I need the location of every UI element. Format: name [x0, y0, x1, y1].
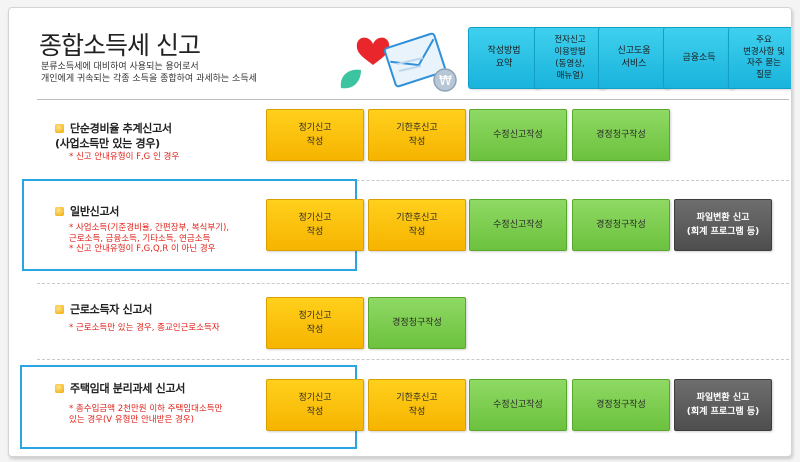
section-divider [37, 359, 789, 360]
note-line: * 사업소득(기준경비율, 간편장부, 복식부기), [69, 223, 230, 233]
note-line: * 신고 안내유형이 F,G,Q,R 이 아닌 경우 [69, 244, 216, 254]
page-title: 종합소득세 신고 [39, 31, 201, 60]
e-filing-guide-button[interactable]: 전자신고 이용방법 (동영상, 매뉴얼) [534, 27, 606, 89]
file-conversion-filing-button[interactable]: 파일변환 신고 (회계 프로그램 등) [674, 199, 772, 251]
section-title-earned-income: 근로소득자 신고서 [55, 302, 152, 317]
bullet-icon [55, 305, 64, 314]
page-description: 분류소득세에 대비하여 사용되는 용어로서 개인에게 귀속되는 각종 소득을 종… [41, 61, 257, 85]
late-filing-button[interactable]: 기한후신고 작성 [368, 199, 466, 251]
section-divider [37, 283, 789, 284]
refund-claim-button[interactable]: 경정청구작성 [572, 199, 670, 251]
bullet-icon [55, 124, 64, 133]
section-divider [37, 180, 789, 181]
leaf-icon [340, 69, 361, 89]
financial-income-button[interactable]: 금융소득 [663, 27, 735, 89]
heart-icon [356, 37, 390, 65]
section-title-simple-expense: 단순경비율 추계신고서 (사업소득만 있는 경우) [55, 122, 172, 150]
file-conversion-filing-button[interactable]: 파일변환 신고 (회계 프로그램 등) [674, 379, 772, 431]
header-divider [37, 99, 789, 100]
description-line: 개인에게 귀속되는 각종 소득을 종합하여 과세하는 소득세 [41, 74, 257, 84]
how-to-write-summary-button[interactable]: 작성방법 요약 [468, 27, 540, 89]
late-filing-button[interactable]: 기한후신고 작성 [368, 109, 466, 161]
section-note: * 근로소득만 있는 경우, 종교인근로소득자 [69, 323, 220, 333]
envelope-heart-illustration: ₩ [340, 32, 457, 92]
regular-filing-button[interactable]: 정기신고 작성 [266, 199, 364, 251]
refund-claim-button[interactable]: 경정청구작성 [572, 109, 670, 161]
regular-filing-button[interactable]: 정기신고 작성 [266, 379, 364, 431]
section-title-housing-rental: 주택임대 분리과세 신고서 [55, 381, 185, 396]
amended-filing-button[interactable]: 수정신고작성 [469, 379, 567, 431]
refund-claim-button[interactable]: 경정청구작성 [572, 379, 670, 431]
note-line: * 총수입금액 2천만원 이하 주택임대소득만 [69, 404, 223, 414]
coin-icon [433, 68, 457, 92]
amended-filing-button[interactable]: 수정신고작성 [469, 109, 567, 161]
section-title-general: 일반신고서 [55, 204, 119, 219]
note-line: 근로소득, 금융소득, 기타소득, 연금소득 [69, 233, 211, 244]
regular-filing-button[interactable]: 정기신고 작성 [266, 109, 364, 161]
late-filing-button[interactable]: 기한후신고 작성 [368, 379, 466, 431]
note-line: 있는 경우(V 유형만 안내받은 경우) [69, 414, 194, 425]
description-line: 분류소득세에 대비하여 사용되는 용어로서 [41, 62, 199, 72]
refund-claim-button[interactable]: 경정청구작성 [368, 297, 466, 349]
section-note: * 신고 안내유형이 F,G 인 경우 [69, 152, 180, 162]
section-note: * 총수입금액 2천만원 이하 주택임대소득만 있는 경우(V 유형만 안내받은… [69, 404, 222, 425]
tax-filing-panel: 종합소득세 신고 분류소득세에 대비하여 사용되는 용어로서 개인에게 귀속되는… [8, 7, 792, 457]
regular-filing-button[interactable]: 정기신고 작성 [266, 297, 364, 349]
major-changes-faq-button[interactable]: 주요 변경사항 및 자주 묻는 질문 [728, 27, 791, 89]
svg-text:₩: ₩ [439, 74, 452, 89]
bullet-icon [55, 384, 64, 393]
bullet-icon [55, 207, 64, 216]
amended-filing-button[interactable]: 수정신고작성 [469, 199, 567, 251]
section-note: * 사업소득(기준경비율, 간편장부, 복식부기), 근로소득, 금융소득, 기… [69, 223, 229, 255]
filing-help-service-button[interactable]: 신고도움 서비스 [598, 27, 670, 89]
